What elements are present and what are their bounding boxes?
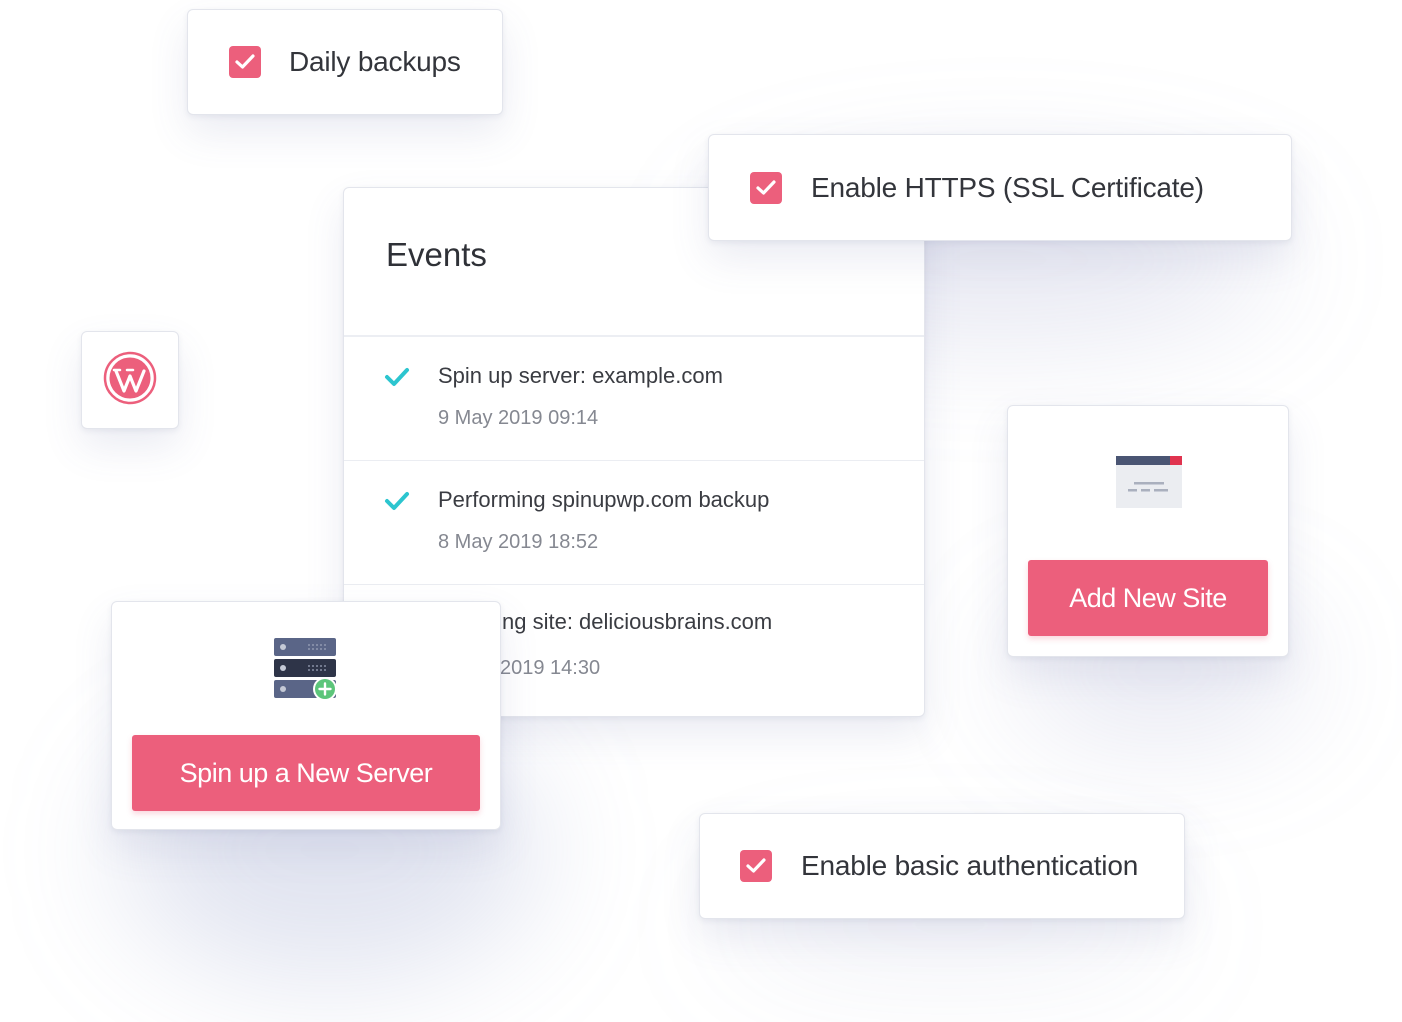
spin-up-server-button[interactable]: Spin up a New Server	[132, 735, 480, 811]
wordpress-logo-icon	[103, 351, 157, 410]
event-row[interactable]: Performing spinupwp.com backup 8 May 201…	[344, 461, 924, 585]
add-site-card: Add New Site	[1007, 405, 1289, 657]
event-row[interactable]: Spin up server: example.com 9 May 2019 0…	[344, 337, 924, 461]
enable-https-option[interactable]: Enable HTTPS (SSL Certificate)	[708, 134, 1292, 241]
daily-backups-option[interactable]: Daily backups	[187, 9, 503, 115]
event-time: 2019 14:30	[500, 657, 601, 679]
check-icon	[384, 491, 410, 516]
wordpress-tile[interactable]	[81, 331, 179, 429]
event-title: Performing spinupwp.com backup	[438, 487, 770, 512]
event-time: 9 May 2019 09:14	[438, 407, 599, 429]
spin-server-card: Spin up a New Server	[111, 601, 501, 830]
event-title: Spin up server: example.com	[438, 363, 723, 388]
row-divider	[344, 460, 924, 461]
add-new-site-button[interactable]: Add New Site	[1028, 560, 1268, 636]
browser-window-icon	[1116, 456, 1182, 513]
checkbox-checked-icon[interactable]	[750, 171, 782, 204]
basic-auth-label: Enable basic authentication	[801, 850, 1139, 881]
enable-https-label: Enable HTTPS (SSL Certificate)	[811, 171, 1204, 203]
event-row[interactable]: ng site: deliciousbrains.com 2019 14:30	[344, 585, 924, 709]
event-title: ng site: deliciousbrains.com	[502, 609, 773, 634]
events-title: Events	[386, 236, 487, 273]
server-stack-add-icon	[274, 638, 340, 709]
checkbox-checked-icon[interactable]	[740, 850, 772, 882]
events-divider	[344, 335, 924, 337]
daily-backups-label: Daily backups	[289, 46, 461, 77]
check-icon	[384, 367, 410, 392]
basic-auth-option[interactable]: Enable basic authentication	[699, 813, 1185, 919]
event-time: 8 May 2019 18:52	[438, 531, 599, 553]
checkbox-checked-icon[interactable]	[229, 46, 261, 78]
row-divider	[344, 584, 924, 585]
